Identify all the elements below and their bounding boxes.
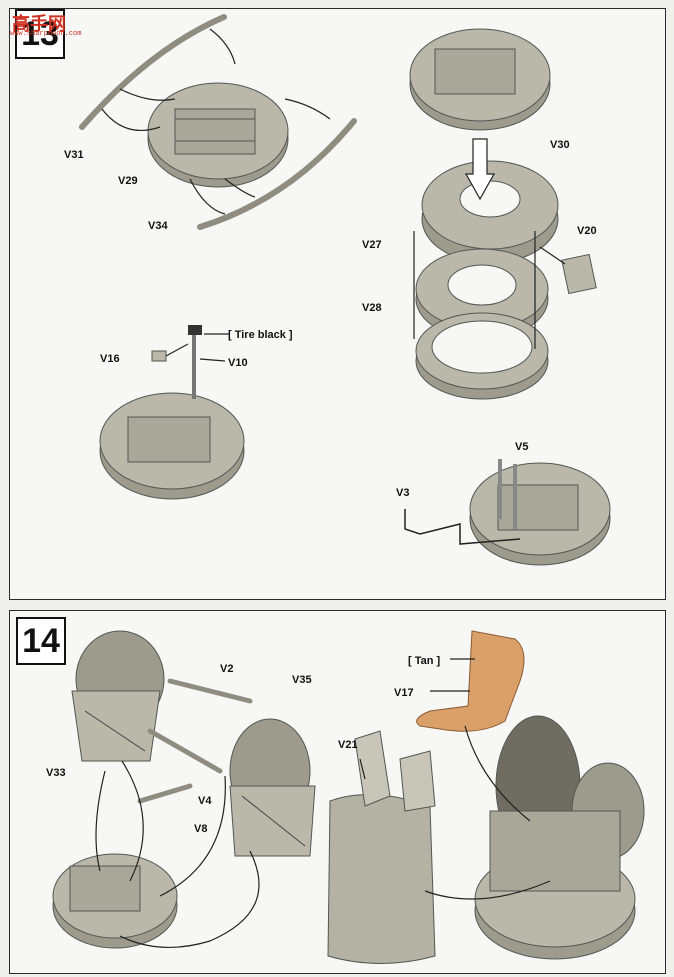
label-v30: V30: [550, 139, 570, 151]
seat-v17: [416, 630, 525, 732]
step-14-illustration: [52, 630, 645, 964]
site-logo-text: 高手网: [12, 14, 66, 34]
turret-assembled-step14: [474, 715, 645, 960]
rod-v8: [137, 783, 193, 804]
part-v16: [151, 350, 167, 362]
handle-v3: [404, 509, 521, 545]
label-v27: V27: [362, 239, 382, 251]
step-13-number: 13: [15, 9, 65, 59]
label-v4: V4: [198, 795, 212, 807]
label-v5: V5: [515, 441, 529, 453]
sight-frame-v35: [229, 718, 316, 857]
label-v34: V34: [148, 220, 168, 232]
label-v29: V29: [118, 175, 138, 187]
rod-v4: [147, 728, 223, 774]
label-v8: V8: [194, 823, 208, 835]
step-14-panel: 14: [9, 610, 666, 974]
housing-v21: [327, 730, 436, 964]
turret-assembled-v5: [469, 462, 611, 566]
turret-floor-step14: [52, 853, 178, 949]
label-v17: V17: [394, 687, 414, 699]
site-logo-url: www.sharpmoon.com: [10, 30, 82, 38]
label-tire-black: [ Tire black ]: [228, 329, 293, 341]
rail-v34: [197, 118, 357, 230]
site-logo: 高手网 www.sharpmoon.com: [4, 4, 81, 38]
rail-v31: [79, 14, 227, 130]
step-14-number: 14: [16, 617, 66, 665]
label-v33: V33: [46, 767, 66, 779]
step-13-panel: 13: [9, 8, 666, 600]
ring-v28: [415, 312, 549, 400]
sight-frame-v33: [71, 630, 165, 762]
turret-floor-assembled: [99, 392, 245, 500]
step-13-illustration: [79, 14, 611, 566]
rod-v2: [167, 678, 253, 704]
label-v10: V10: [228, 357, 248, 369]
label-v3: V3: [396, 487, 410, 499]
label-v31: V31: [64, 149, 84, 161]
label-v16: V16: [100, 353, 120, 365]
label-v20: V20: [577, 225, 597, 237]
turret-roof: [409, 28, 551, 131]
label-v28: V28: [362, 302, 382, 314]
plate-v20: [561, 253, 597, 295]
label-tan: [ Tan ]: [408, 655, 441, 667]
turret-floor-v29: [147, 82, 289, 188]
label-v35: V35: [292, 674, 312, 686]
label-v21: V21: [338, 739, 358, 751]
label-v2: V2: [220, 663, 234, 675]
tire-black-part: [188, 325, 202, 335]
